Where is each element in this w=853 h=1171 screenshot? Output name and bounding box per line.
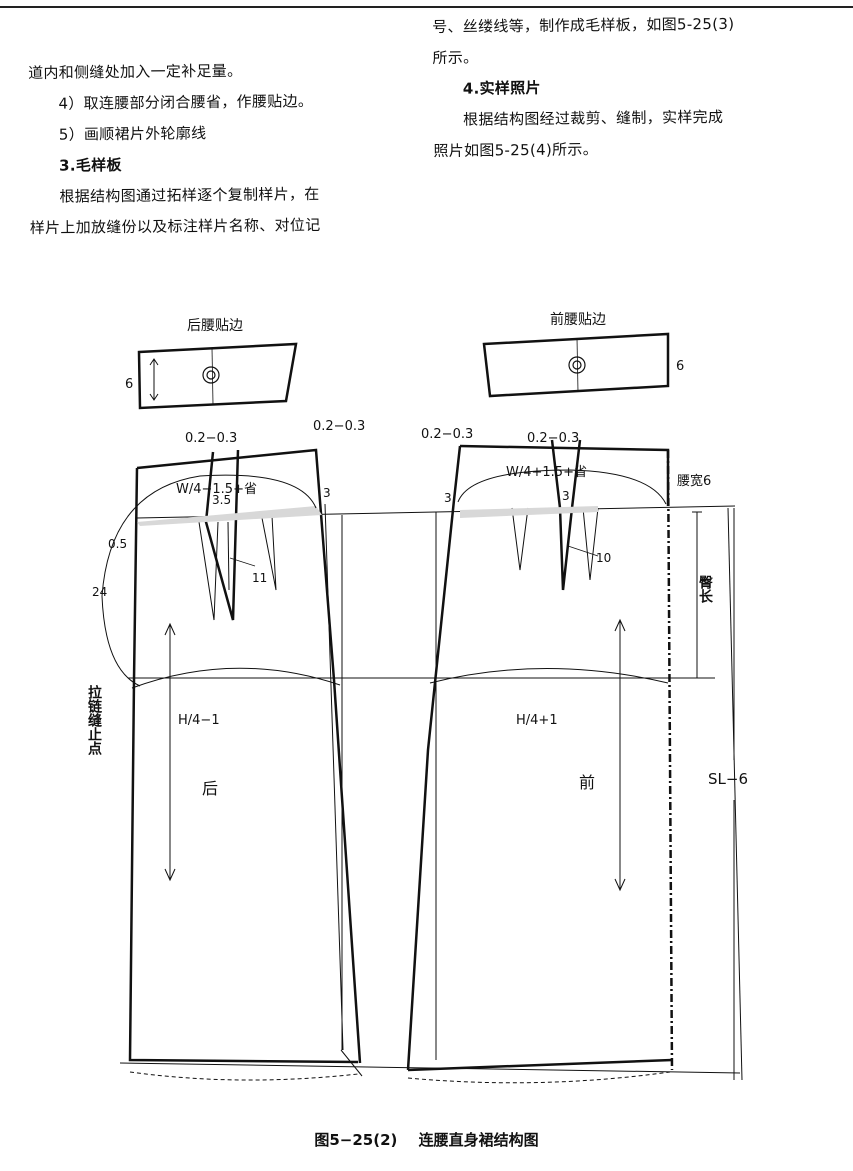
hip-length-label: 臀长: [697, 575, 713, 604]
back-skirt-panel: [101, 448, 363, 1081]
dimension-24: 24: [92, 585, 107, 599]
dart-label-front-2: 0.2−0.3: [527, 431, 579, 446]
back-facing-title: 后腰贴边: [187, 318, 243, 334]
skirt-pattern-drawing: 后腰贴边 前腰贴边 6 6 0.2−0.3 0.2−0.3 0.2−0.3 0.…: [86, 311, 748, 1084]
paragraph-line: 号、丝缕线等，制作成毛样板，如图5-25(3): [432, 14, 735, 36]
section-heading-4: 4.实样照片: [462, 78, 541, 98]
dart-label-back-2: 0.2−0.3: [313, 419, 365, 434]
back-dart-spacing: 3.5: [212, 493, 231, 507]
paragraph-line: 根据结构图经过裁剪、缝制，实样完成: [463, 107, 724, 129]
paragraph-line: 所示。: [432, 48, 479, 67]
paragraph-line: 照片如图5-25(4)所示。: [433, 140, 599, 160]
back-panel-label: 后: [202, 779, 218, 798]
front-waist-facing: [482, 332, 670, 398]
front-dart-length: 10: [596, 551, 611, 565]
paragraph-line: 道内和侧缝处加入一定补足量。: [28, 61, 243, 82]
list-item-4: 4）取连腰部分闭合腰省，作腰贴边。: [58, 92, 314, 113]
top-rule: [0, 6, 853, 8]
caption-number: 图5−25(2): [314, 1131, 398, 1149]
paragraph-line: 根据结构图通过拓样逐个复制样片，在: [59, 184, 320, 206]
waist-height-label: 腰宽6: [677, 473, 711, 489]
facing-width-right: 6: [676, 359, 684, 374]
front-hip-formula: H/4+1: [516, 713, 558, 728]
back-side-offset: 3: [323, 486, 331, 500]
section-heading-3: 3.毛样板: [59, 156, 122, 175]
facing-width-left: 6: [125, 377, 133, 392]
front-facing-title: 前腰贴边: [550, 311, 606, 328]
back-hip-formula: H/4−1: [178, 713, 220, 728]
dart-label-front-1: 0.2−0.3: [421, 427, 473, 442]
back-waist-facing: [137, 342, 298, 410]
left-text-column: 道内和侧缝处加入一定补足量。 4）取连腰部分闭合腰省，作腰贴边。 5）画顺裙片外…: [28, 54, 410, 244]
back-dart-length: 11: [252, 571, 267, 585]
caption-title: 连腰直身裙结构图: [418, 1131, 539, 1149]
front-skirt-panel: [406, 439, 743, 1084]
paragraph-line: 样片上加放缝份以及标注样片名称、对位记: [29, 215, 321, 237]
list-item-5: 5）画顺裙片外轮廓线: [58, 124, 207, 144]
back-left-offset: 0.5: [108, 537, 127, 551]
back-waist-formula: W/4−1.5+省: [176, 482, 257, 497]
zipper-stop-label: 拉链缝止点: [86, 684, 102, 756]
right-text-column: 号、丝缕线等，制作成毛样板，如图5-25(3) 所示。 4.实样照片 根据结构图…: [432, 8, 844, 167]
skirt-length-label: SL−6: [708, 770, 748, 788]
front-panel-label: 前: [579, 773, 595, 792]
figure-caption: 图5−25(2) 连腰直身裙结构图: [0, 1129, 853, 1150]
front-dart-spacing: 3: [562, 489, 570, 503]
front-waist-formula: W/4+1.5+省: [506, 465, 587, 480]
front-side-offset: 3: [444, 491, 452, 505]
dart-label-back-1: 0.2−0.3: [185, 431, 237, 446]
